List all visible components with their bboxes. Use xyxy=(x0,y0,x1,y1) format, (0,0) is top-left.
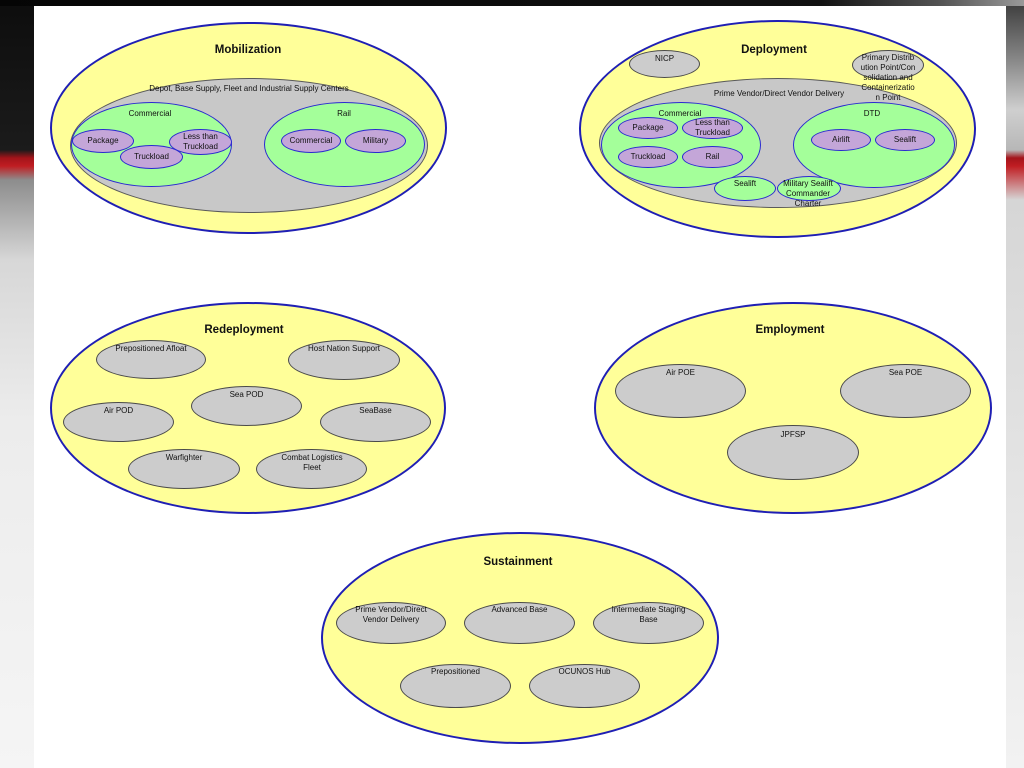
sustainment-prime-vendor-node xyxy=(336,602,446,644)
deployment-ltl-label: Less than Truckload xyxy=(695,118,730,137)
deployment-airlift-node: Airlift xyxy=(811,129,871,151)
mobilization-rail-military-node: Military xyxy=(345,129,406,153)
deployment-nicp-label: NICP xyxy=(654,54,675,63)
employment-jpfsp-label: JPFSP xyxy=(780,430,806,439)
redeployment-warfighter-label: Warfighter xyxy=(165,453,203,462)
redeployment-sea-pod-node xyxy=(191,386,302,426)
redeployment-title: Redeployment xyxy=(204,324,284,336)
deployment-air-sea-sealift-node: Sealift xyxy=(875,129,935,151)
employment-air-poe-label: Air POE xyxy=(666,368,695,377)
redeployment-air-pod-label: Air POD xyxy=(103,406,134,415)
deployment-package-label: Package xyxy=(632,123,664,132)
deployment-vendor-label: Prime Vendor/Direct Vendor Delivery xyxy=(713,89,845,98)
deployment-sealift-label: Sealift xyxy=(733,179,757,188)
mobilization-rail-commercial-label: Commercial xyxy=(289,136,333,145)
deployment-package-node: Package xyxy=(618,117,678,139)
redeployment-combat-logistics-fleet-label: Combat Logistics Fleet xyxy=(281,453,343,472)
sustainment-prepositioned-node xyxy=(400,664,511,708)
deployment-commercial-label: Commercial xyxy=(658,109,702,118)
mobilization-rail-military-label: Military xyxy=(362,136,389,145)
deployment-military-sealift-label: Military Sealift Commander Charter xyxy=(783,179,833,208)
sustainment-title: Sustainment xyxy=(483,556,553,568)
redeployment-air-pod-node xyxy=(63,402,174,442)
slide-canvas: Mobilization Depot, Base Supply, Fleet a… xyxy=(34,6,1006,768)
mobilization-rail-label: Rail xyxy=(337,109,351,118)
deployment-primary-distribution-label: Primary Distribution Point/Consolidation… xyxy=(860,53,916,102)
mobilization-ltl-label: Less than Truckload xyxy=(183,132,218,151)
deployment-sealift-node xyxy=(714,176,776,201)
mobilization-commercial-label: Commercial xyxy=(128,109,172,118)
deployment-truckload-node: Truckload xyxy=(618,146,678,168)
mobilization-truckload-label: Truckload xyxy=(134,152,169,161)
deployment-primary-distribution-node xyxy=(852,50,924,80)
redeployment-host-nation-support-label: Host Nation Support xyxy=(307,344,381,353)
employment-sea-poe-node xyxy=(840,364,971,418)
employment-sea-poe-label: Sea POE xyxy=(888,368,923,377)
deployment-rail-node: Rail xyxy=(682,146,743,168)
redeployment-prepositioned-afloat-node xyxy=(96,340,206,379)
mobilization-title: Mobilization xyxy=(214,44,282,56)
redeployment-seabase-label: SeaBase xyxy=(359,406,392,415)
deployment-air-sea-sealift-label: Sealift xyxy=(893,135,917,144)
deployment-rail-label: Rail xyxy=(705,152,720,161)
sustainment-intermediate-staging-base-node xyxy=(593,602,704,644)
deployment-military-sealift-node xyxy=(777,176,841,201)
deployment-dtd-label: DTD xyxy=(863,109,881,118)
deployment-ltl-node: Less than Truckload xyxy=(682,117,743,139)
deployment-airlift-label: Airlift xyxy=(832,135,850,144)
redeployment-warfighter-node xyxy=(128,449,240,489)
deployment-nicp-node xyxy=(629,50,700,78)
sustainment-oconus-hub-label: OCUNOS Hub xyxy=(558,667,611,676)
deployment-truckload-label: Truckload xyxy=(630,152,666,161)
employment-jpfsp-node xyxy=(727,425,859,480)
mobilization-supply-centers-label: Depot, Base Supply, Fleet and Industrial… xyxy=(149,84,349,93)
employment-air-poe-node xyxy=(615,364,746,418)
deployment-commercial-group xyxy=(601,102,761,188)
deployment-title: Deployment xyxy=(741,44,807,56)
employment-title: Employment xyxy=(755,324,825,336)
sustainment-oconus-hub-node xyxy=(529,664,640,708)
sustainment-prepositioned-label: Prepositioned xyxy=(431,667,480,676)
background-left-edge xyxy=(0,0,40,768)
sustainment-advanced-base-node xyxy=(464,602,575,644)
mobilization-truckload-node: Truckload xyxy=(120,145,183,169)
sustainment-advanced-base-label: Advanced Base xyxy=(491,605,548,614)
mobilization-rail-commercial-node: Commercial xyxy=(281,129,341,153)
sustainment-prime-vendor-label: Prime Vendor/Direct Vendor Delivery xyxy=(355,605,427,624)
mobilization-package-node: Package xyxy=(72,129,134,153)
redeployment-prepositioned-afloat-label: Prepositioned Afloat xyxy=(115,344,187,353)
redeployment-combat-logistics-fleet-node xyxy=(256,449,367,489)
mobilization-package-label: Package xyxy=(87,136,119,145)
redeployment-host-nation-support-node xyxy=(288,340,400,380)
redeployment-seabase-node xyxy=(320,402,431,442)
sustainment-intermediate-staging-base-label: Intermediate Staging Base xyxy=(611,605,686,624)
background-top-edge xyxy=(0,0,1024,6)
redeployment-sea-pod-label: Sea POD xyxy=(229,390,264,399)
